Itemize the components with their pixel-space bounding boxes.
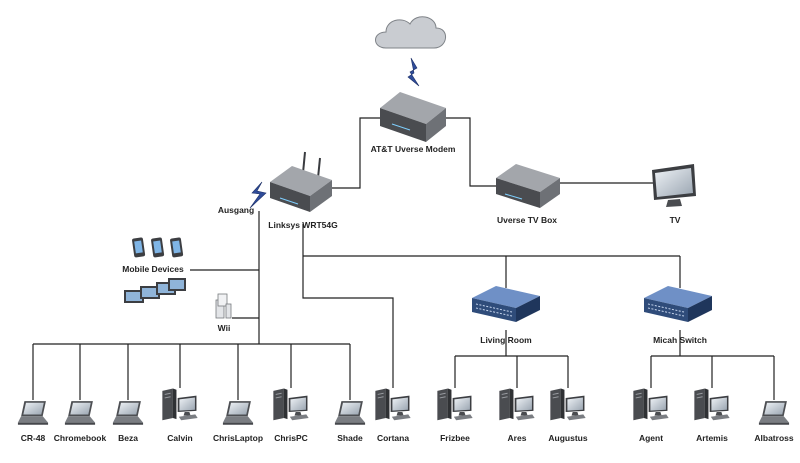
client-label: Chromebook — [54, 433, 107, 443]
lightning-bolt-icon — [407, 57, 420, 87]
client-label: Calvin — [167, 433, 193, 443]
router-device — [270, 151, 332, 212]
internet-cloud-icon — [375, 16, 446, 49]
tv-box-device — [496, 164, 560, 208]
client-chromebook: Chromebook — [54, 401, 107, 443]
modem-label: AT&T Uverse Modem — [371, 144, 456, 154]
desktop-icon — [272, 387, 310, 421]
mobile-devices-label: Mobile Devices — [122, 264, 184, 274]
tv-label: TV — [670, 215, 681, 225]
desktop-icon — [693, 387, 731, 421]
client-chrispc: ChrisPC — [272, 387, 310, 443]
client-frizbee: Frizbee — [436, 387, 474, 443]
client-label: Shade — [337, 433, 363, 443]
client-label: ChrisPC — [274, 433, 308, 443]
client-albatross: Albatross — [754, 401, 794, 443]
client-label: Cortana — [377, 433, 409, 443]
living-room-switch — [472, 286, 540, 322]
router-label: Linksys WRT54G — [268, 220, 338, 230]
wii-icon — [215, 293, 232, 319]
client-label: Artemis — [696, 433, 728, 443]
client-agent: Agent — [632, 387, 670, 443]
desktop-icon — [436, 387, 474, 421]
desktop-icon — [161, 387, 199, 421]
client-artemis: Artemis — [693, 387, 731, 443]
desktop-icon — [498, 387, 536, 421]
client-label: ChrisLaptop — [213, 433, 263, 443]
laptop-icon — [222, 401, 254, 425]
tv-icon — [652, 164, 696, 207]
micah-switch — [644, 286, 712, 322]
client-label: Frizbee — [440, 433, 470, 443]
desktop-icon — [374, 387, 412, 421]
tablets-icon — [124, 278, 186, 303]
client-label: Agent — [639, 433, 663, 443]
laptop-icon — [758, 401, 790, 425]
client-beza: Beza — [112, 401, 144, 443]
micah-switch-label: Micah Switch — [653, 335, 707, 345]
client-label: Augustus — [548, 433, 587, 443]
laptop-icon — [112, 401, 144, 425]
client-cr-48: CR-48 — [17, 401, 49, 443]
desktop-icon — [632, 387, 670, 421]
tv-box-label: Uverse TV Box — [497, 215, 557, 225]
client-cortana: Cortana — [374, 387, 412, 443]
wireless-label: Ausgang — [218, 205, 254, 215]
connection-lines — [32, 117, 775, 400]
laptop-icon — [334, 401, 366, 425]
client-shade: Shade — [334, 401, 366, 443]
client-label: Albatross — [754, 433, 793, 443]
modem-device — [380, 92, 446, 142]
laptop-icon — [64, 401, 96, 425]
client-label: Ares — [508, 433, 527, 443]
client-augustus: Augustus — [548, 387, 588, 443]
wireless-signal-icon — [249, 181, 267, 209]
client-calvin: Calvin — [161, 387, 199, 443]
client-chrislaptop: ChrisLaptop — [213, 401, 263, 443]
client-label: Beza — [118, 433, 138, 443]
phones-icon — [132, 237, 184, 258]
living-room-label: Living Room — [480, 335, 532, 345]
wii-label: Wii — [218, 323, 231, 333]
desktop-icon — [549, 387, 587, 421]
client-devices: CR-48 Chromebook Beza Calvin ChrisLaptop Chri… — [17, 387, 794, 443]
client-ares: Ares — [498, 387, 536, 443]
client-label: CR-48 — [21, 433, 46, 443]
laptop-icon — [17, 401, 49, 425]
